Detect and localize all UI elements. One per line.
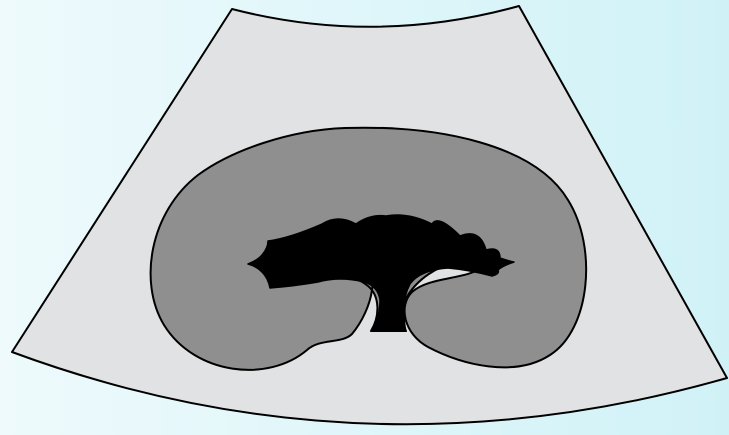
ultrasound-diagram xyxy=(0,0,729,435)
diagram-canvas xyxy=(0,0,729,435)
